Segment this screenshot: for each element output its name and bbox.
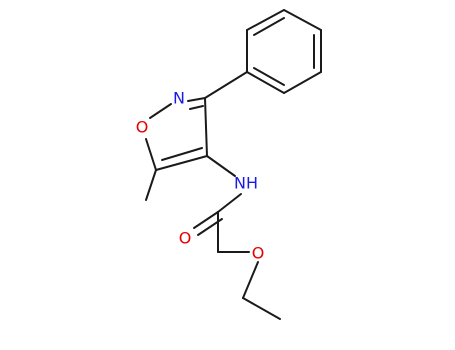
- bond-c4-c5-inner: [161, 147, 203, 161]
- bond-nh-c: [217, 193, 242, 213]
- bond-c4-c5: [155, 155, 208, 171]
- carbonyl-oxygen-label: O: [179, 229, 192, 248]
- bond-c5-methyl: [145, 169, 157, 201]
- phenyl-double-1: [253, 17, 285, 36]
- bond-o-n: [149, 103, 172, 119]
- phenyl-bond-5: [246, 71, 285, 94]
- phenyl-bond-2: [283, 9, 322, 31]
- phenyl-bond-4: [283, 71, 322, 94]
- bond-n-c3: [187, 97, 206, 102]
- ring-oxygen-label: O: [136, 118, 149, 137]
- bond-n-c3-inner: [189, 105, 204, 110]
- bond-ch2-ch3: [242, 297, 281, 320]
- amide-nh-label: NH: [234, 174, 258, 193]
- bond-c-o-carbonyl: [193, 211, 219, 229]
- ester-oxygen-label: O: [252, 244, 265, 263]
- phenyl-bond-1: [246, 9, 285, 31]
- bond-c4-nh: [206, 155, 236, 177]
- atom-label-layer: N O NH O O: [136, 89, 265, 263]
- bond-o-ch2: [242, 261, 259, 299]
- bond-layer: [145, 9, 322, 320]
- ring-nitrogen-label: N: [173, 89, 185, 108]
- phenyl-double-3: [253, 67, 285, 86]
- bond-c3-c4: [204, 97, 208, 157]
- bond-c5-o: [145, 138, 157, 171]
- bond-c3-phenyl: [204, 71, 248, 99]
